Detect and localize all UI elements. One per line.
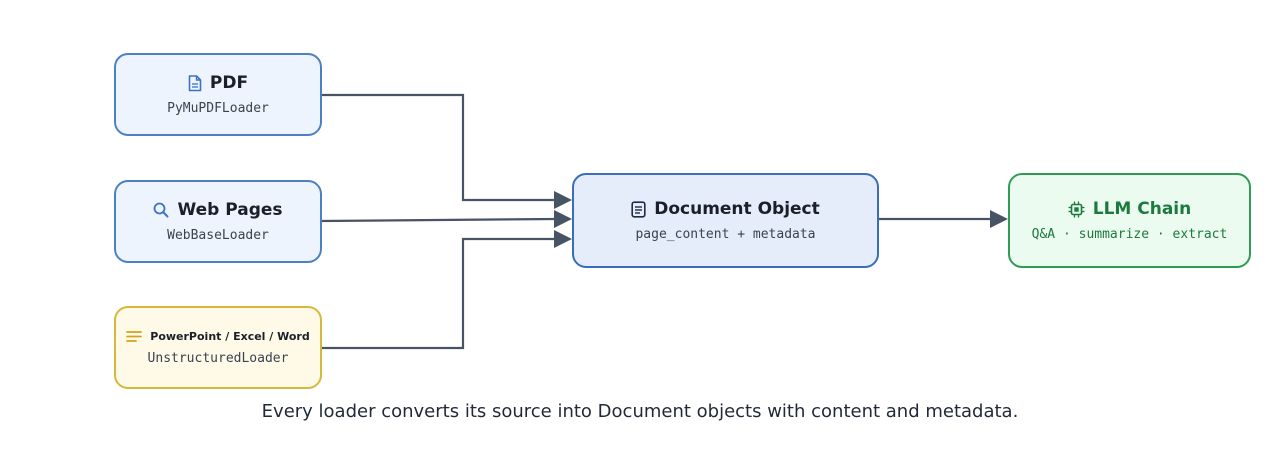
llm-chain-node: LLM Chain Q&A · summarize · extract <box>1008 173 1251 268</box>
document-object-node: Document Object page_content + metadata <box>572 173 879 268</box>
web-pages-node-title: Web Pages <box>177 200 283 220</box>
web-pages-node: Web Pages WebBaseLoader <box>114 180 322 263</box>
document-object-node-subtitle: page_content + metadata <box>635 227 816 242</box>
web-pages-node-subtitle: WebBaseLoader <box>167 228 269 243</box>
connector-office-to-document <box>322 237 556 350</box>
lines-icon <box>126 330 143 343</box>
llm-chain-node-title: LLM Chain <box>1092 199 1192 219</box>
document-icon <box>188 74 202 92</box>
llm-chain-node-subtitle: Q&A · summarize · extract <box>1031 227 1228 242</box>
diagram-caption: Every loader converts its source into Do… <box>261 401 1019 422</box>
search-icon <box>153 202 169 218</box>
pdf-node-title: PDF <box>209 73 249 93</box>
connector-pdf-to-document <box>322 93 556 202</box>
chip-icon <box>1068 201 1085 218</box>
arrowhead-pdf <box>554 191 572 209</box>
arrowhead-llm <box>990 210 1008 228</box>
pdf-node-subtitle: PyMuPDFLoader <box>167 101 269 116</box>
office-node: PowerPoint / Excel / Word UnstructuredLo… <box>114 306 322 389</box>
connector-web-to-document <box>321 217 557 223</box>
arrowhead-web <box>554 210 572 228</box>
document-object-node-title: Document Object <box>654 199 820 219</box>
office-node-title: PowerPoint / Excel / Word <box>150 329 310 343</box>
arrowhead-office <box>554 230 572 248</box>
office-node-subtitle: UnstructuredLoader <box>147 350 289 366</box>
document-list-icon <box>631 200 646 218</box>
pdf-node: PDF PyMuPDFLoader <box>114 53 322 136</box>
